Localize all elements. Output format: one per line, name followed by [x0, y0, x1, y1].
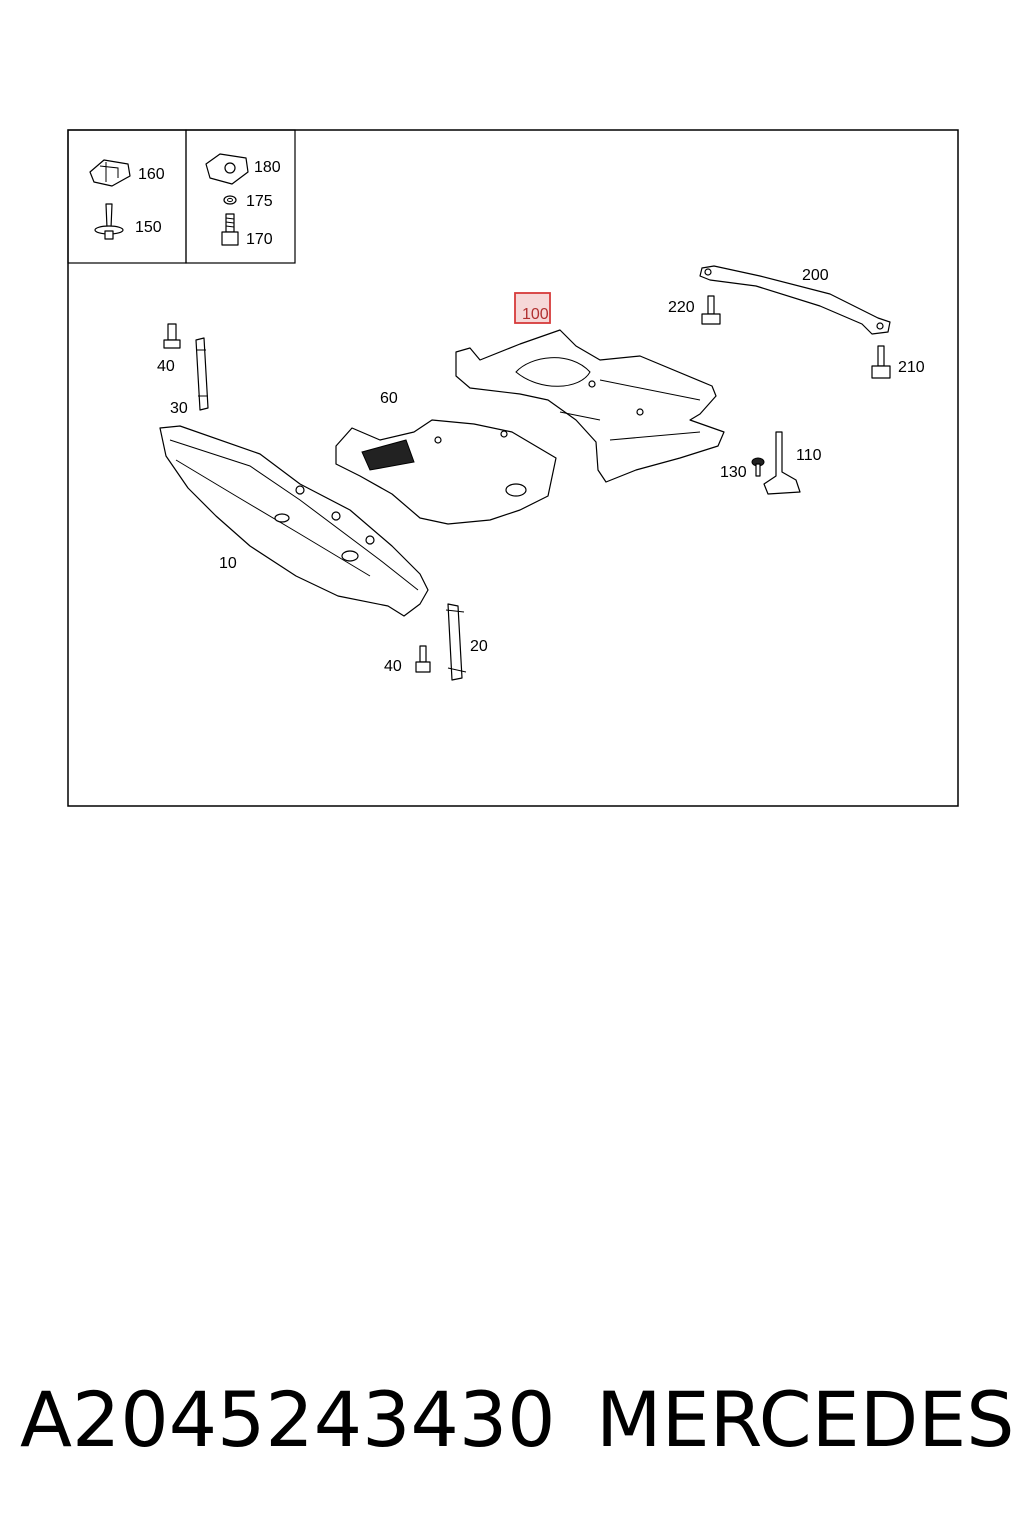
callout-100-highlight: 100 — [514, 292, 551, 324]
underbody-panel-60 — [335, 419, 557, 525]
callout-40-top: 40 — [157, 358, 175, 375]
push-rivet-icon — [94, 203, 124, 240]
clip-nut-icon — [89, 159, 131, 187]
legend-box-left — [67, 129, 187, 264]
callout-100: 100 — [522, 306, 549, 323]
callout-10: 10 — [219, 555, 237, 572]
screw-130-icon — [751, 457, 765, 477]
callout-130: 130 — [720, 464, 747, 481]
front-panel-10 — [159, 425, 429, 617]
callout-150: 150 — [135, 219, 162, 236]
callout-210: 210 — [898, 359, 925, 376]
callout-180: 180 — [254, 159, 281, 176]
callout-160: 160 — [138, 166, 165, 183]
bracket-20 — [445, 603, 467, 681]
brace-bar-200 — [699, 265, 891, 335]
bracket-110 — [763, 431, 801, 495]
part-number: A2045243430 — [20, 1375, 556, 1464]
callout-220: 220 — [668, 299, 695, 316]
bracket-30 — [195, 337, 209, 411]
diagram-frame — [67, 129, 959, 807]
footer: A2045243430 MERCEDES — [0, 1370, 1024, 1470]
callout-20: 20 — [470, 638, 488, 655]
u-nut-icon — [205, 153, 249, 185]
bolt-40-top-icon — [163, 323, 181, 349]
underbody-panel-100 — [455, 329, 725, 483]
bolt-icon — [221, 213, 239, 246]
callout-200: 200 — [802, 267, 829, 284]
washer-icon — [223, 195, 237, 205]
callout-175: 175 — [246, 193, 273, 210]
bolt-40-bottom-icon — [415, 645, 431, 673]
brand-name: MERCEDES — [596, 1375, 1015, 1464]
bolt-210-icon — [871, 345, 891, 379]
callout-170: 170 — [246, 231, 273, 248]
callout-40-bottom: 40 — [384, 658, 402, 675]
legend-box-right — [185, 129, 296, 264]
callout-30: 30 — [170, 400, 188, 417]
callout-110: 110 — [796, 447, 822, 464]
callout-60: 60 — [380, 390, 398, 407]
bolt-220-icon — [701, 295, 721, 325]
